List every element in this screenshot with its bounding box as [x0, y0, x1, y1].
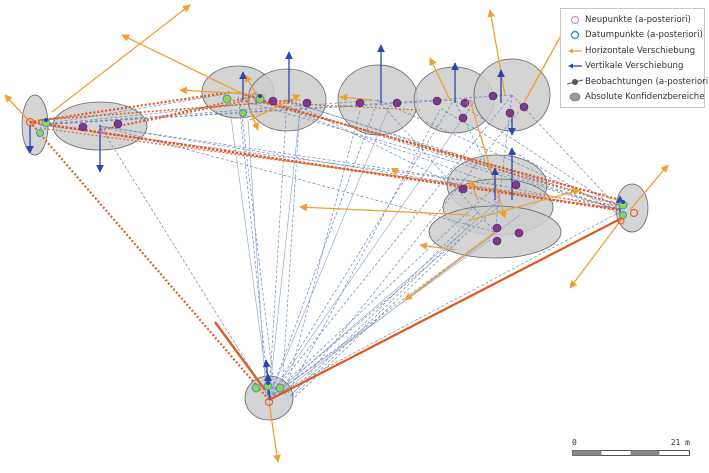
legend-label: Datumpunkte (a-posteriori)	[585, 30, 703, 41]
new-point	[302, 98, 312, 108]
line-dot-icon	[565, 76, 585, 88]
legend-item-new-points: Neupunkte (a-posteriori)	[565, 12, 700, 28]
new-point	[492, 223, 502, 233]
new-point	[514, 228, 524, 238]
new-point	[268, 96, 278, 106]
open-circle-icon	[565, 29, 585, 41]
datum-point	[239, 109, 247, 117]
scale-bar: 0 21 m	[572, 438, 690, 460]
horizontal-displacement-arrows	[4, 4, 669, 463]
legend-item-confidence: Absolute Konfidenzbereiche	[565, 90, 705, 106]
datum-point-marker	[617, 217, 625, 225]
scale-bar-graphic	[572, 450, 690, 456]
legend-label: Horizontale Verschiebung	[585, 45, 696, 56]
legend-label: Vertikale Verschiebung	[585, 61, 684, 72]
new-point	[511, 180, 521, 190]
datum-point-marker	[26, 118, 34, 126]
new-point	[355, 98, 365, 108]
ellipse-icon	[565, 91, 585, 103]
new-point-marker	[493, 196, 501, 204]
legend-item-horizontal-displacement: Horizontale Verschiebung	[565, 43, 700, 59]
new-point	[392, 98, 402, 108]
new-point	[488, 91, 498, 101]
datum-point	[222, 94, 232, 104]
datum-point-marker	[630, 209, 638, 217]
new-point	[492, 236, 502, 246]
new-point	[460, 98, 470, 108]
new-point	[432, 96, 442, 106]
scale-end-label: 21 m	[670, 438, 690, 447]
legend-item-observations: Beobachtungen (a-posteriori)	[565, 74, 709, 90]
new-point	[458, 184, 468, 194]
datum-point	[36, 129, 44, 137]
legend: Neupunkte (a-posteriori) Datumpunkte (a-…	[560, 8, 709, 108]
legend-label: Absolute Konfidenzbereiche	[585, 92, 705, 103]
observation-lines-solid	[229, 104, 521, 399]
new-point	[505, 108, 515, 118]
scale-start-label: 0	[572, 438, 577, 447]
new-point	[458, 113, 468, 123]
datum-point	[251, 383, 261, 393]
arrow-icon	[565, 60, 585, 72]
main-observations	[29, 90, 623, 401]
legend-label: Beobachtungen (a-posteriori)	[585, 76, 709, 87]
datum-point	[619, 211, 627, 219]
new-point-marker	[98, 126, 106, 134]
new-point	[113, 119, 123, 129]
legend-label: Neupunkte (a-posteriori)	[585, 14, 691, 25]
datum-points	[26, 94, 638, 406]
legend-item-vertical-displacement: Vertikale Verschiebung	[565, 59, 700, 75]
datum-point	[275, 383, 285, 393]
new-point-marker	[466, 99, 474, 107]
new-point	[78, 122, 88, 132]
new-point	[519, 102, 529, 112]
datum-point-marker	[265, 398, 273, 406]
open-circle-icon	[565, 14, 585, 26]
legend-item-datum-points: Datumpunkte (a-posteriori)	[565, 28, 703, 44]
arrow-icon	[565, 45, 585, 57]
